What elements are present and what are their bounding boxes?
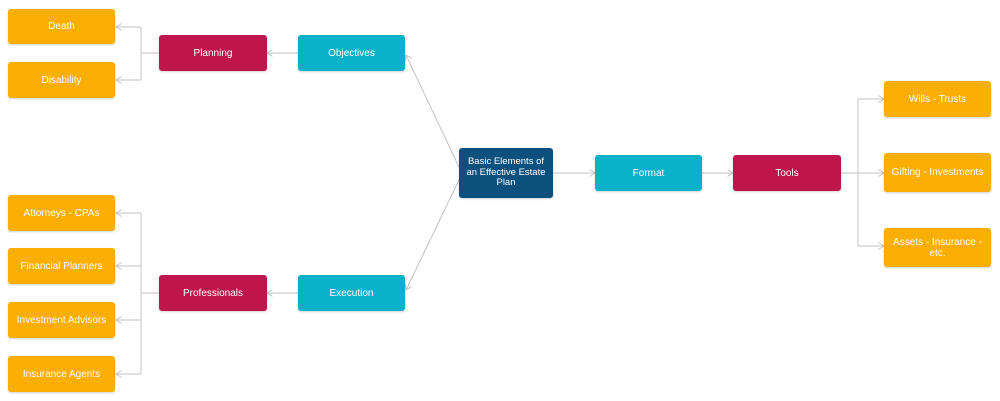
objectives-node[interactable]: Objectives — [298, 35, 405, 71]
format-node[interactable]: Format — [595, 155, 702, 191]
death-node[interactable]: Death — [8, 9, 115, 44]
insurance-agents-node[interactable]: Insurance Agents — [8, 356, 115, 392]
arrowhead-disability — [115, 76, 122, 84]
arrowhead-investment — [115, 316, 122, 324]
edge-root-execution — [405, 179, 460, 291]
arrowhead-planning — [266, 49, 273, 57]
arrowhead-execution — [404, 283, 412, 291]
assets-insurance-node[interactable]: Assets - Insurance - etc. — [884, 228, 991, 267]
disability-node[interactable]: Disability — [8, 62, 115, 98]
arrowhead-objectives — [404, 54, 412, 62]
edge-root-objectives — [405, 54, 460, 168]
investment-advisors-node[interactable]: Investment Advisors — [8, 302, 115, 338]
professionals-node[interactable]: Professionals — [159, 275, 267, 311]
arrowhead-professionals — [266, 289, 273, 297]
attorneys-cpas-node[interactable]: Attorneys - CPAs — [8, 195, 115, 231]
arrowhead-financial — [115, 262, 122, 270]
arrowhead-insurance — [115, 370, 122, 378]
arrowhead-death — [115, 23, 122, 31]
root-node[interactable]: Basic Elements of an Effective Estate Pl… — [459, 148, 553, 198]
financial-planners-node[interactable]: Financial Planners — [8, 248, 115, 284]
gifting-investments-node[interactable]: Gifting - Investments — [884, 153, 991, 192]
planning-node[interactable]: Planning — [159, 35, 267, 71]
arrowhead-attorneys — [115, 209, 122, 217]
wills-trusts-node[interactable]: Wills - Trusts — [884, 81, 991, 117]
tools-node[interactable]: Tools — [733, 155, 841, 191]
execution-node[interactable]: Execution — [298, 275, 405, 311]
